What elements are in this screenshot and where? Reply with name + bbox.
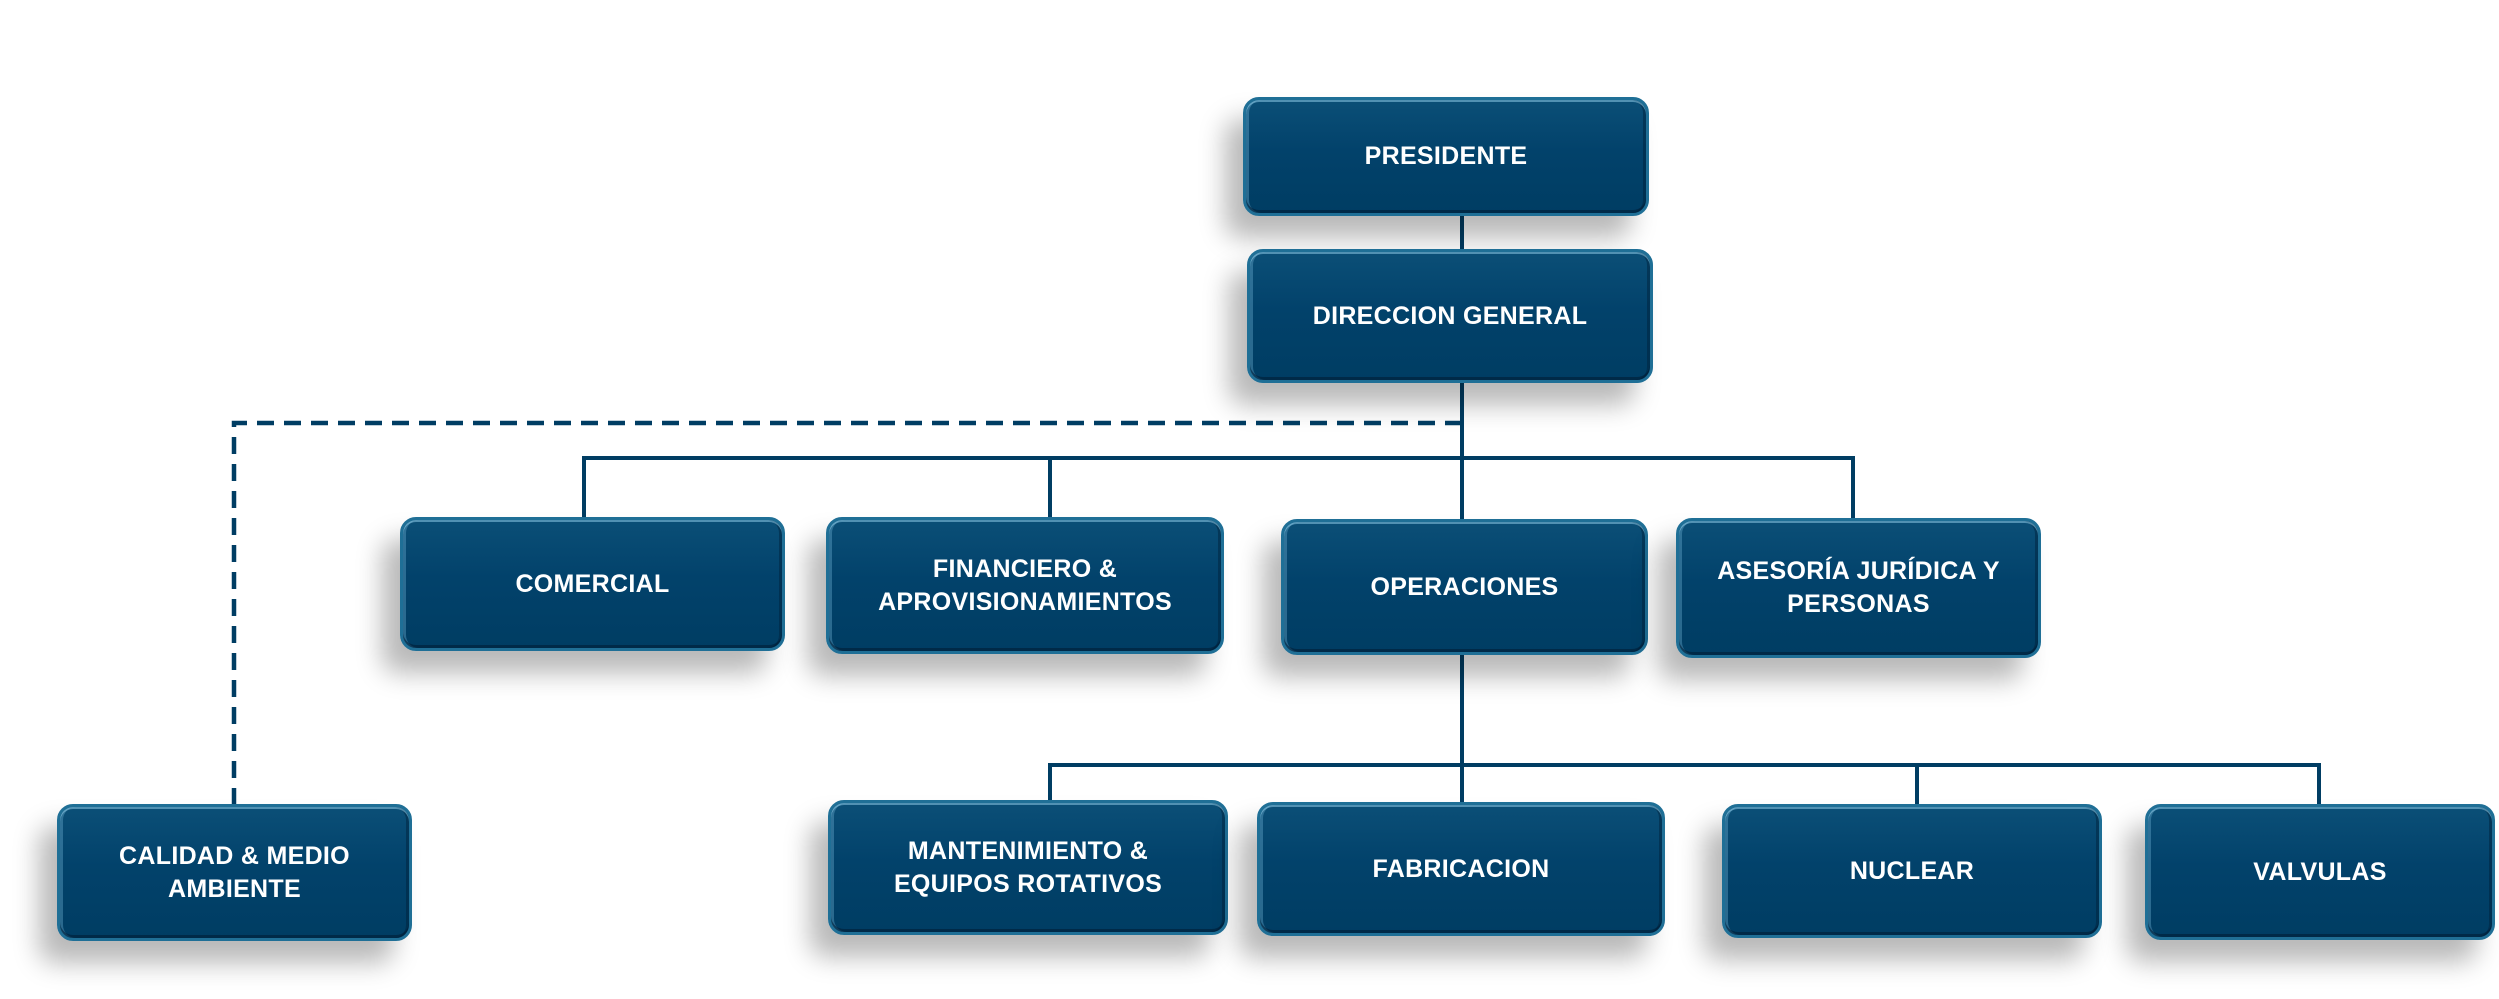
node-valvulas: VALVULAS: [2145, 804, 2495, 940]
node-operaciones: OPERACIONES: [1281, 519, 1648, 655]
node-direccion-general: DIRECCION GENERAL: [1247, 249, 1653, 383]
node-calidad: CALIDAD & MEDIO AMBIENTE: [57, 804, 412, 941]
node-presidente: PRESIDENTE: [1243, 97, 1649, 216]
node-fabricacion: FABRICACION: [1257, 802, 1665, 936]
node-nuclear: NUCLEAR: [1722, 804, 2102, 938]
node-asesoria: ASESORÍA JURÍDICA Y PERSONAS: [1676, 518, 2041, 658]
node-comercial: COMERCIAL: [400, 517, 785, 651]
node-financiero: FINANCIERO & APROVISIONAMIENTOS: [826, 517, 1224, 654]
connector-dashed-calidad: [231, 420, 1462, 805]
node-mantenimiento: MANTENIMIENTO & EQUIPOS ROTATIVOS: [828, 800, 1228, 935]
